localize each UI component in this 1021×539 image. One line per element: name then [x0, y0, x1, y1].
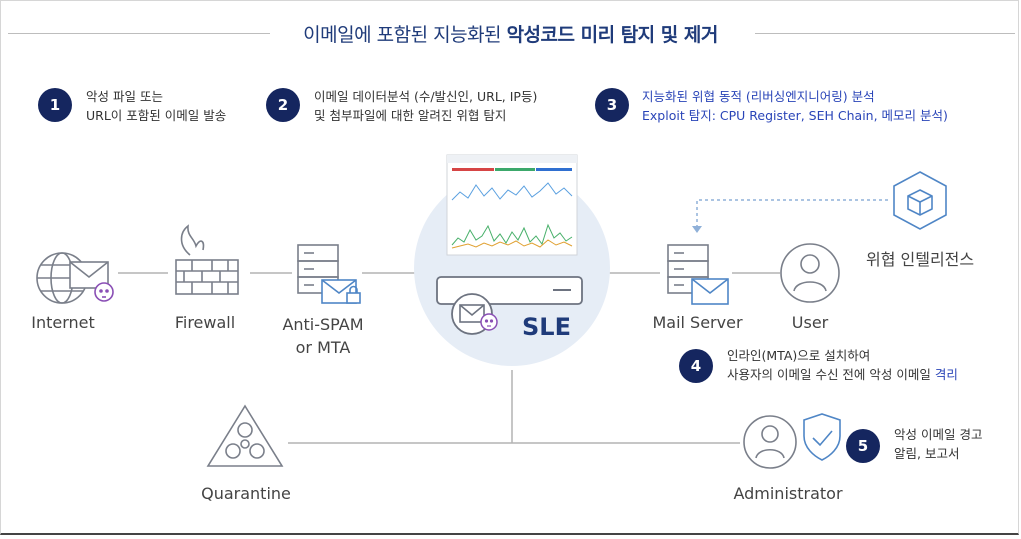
firewall-icon	[175, 224, 239, 295]
step-4-line2-highlight: 격리	[934, 367, 958, 382]
antispam-server-icon	[297, 244, 361, 304]
sle-envelope-icon	[451, 293, 498, 335]
quarantine-biohazard-icon	[206, 404, 284, 467]
firewall-label: Firewall	[174, 313, 236, 332]
threat-intel-link	[696, 199, 888, 228]
step-3-badge: 3	[595, 88, 629, 122]
step-1-text: 악성 파일 또는 URL이 포함된 이메일 발송	[86, 87, 226, 125]
step-3-line1: 지능화된 위협 동적 (리버싱엔지니어링) 분석	[642, 89, 875, 104]
threat-intel-arrowhead	[692, 226, 702, 233]
step-1-line1: 악성 파일 또는	[86, 89, 163, 104]
administrator-label: Administrator	[733, 484, 843, 503]
step-5-text: 악성 이메일 경고 알림, 보고서	[894, 425, 982, 463]
step-2-badge: 2	[266, 88, 300, 122]
mail-server-icon	[667, 244, 729, 305]
step-5-line2: 알림, 보고서	[894, 446, 960, 461]
dashboard-thumbnail	[446, 154, 578, 256]
administrator-icon	[743, 413, 841, 469]
sle-label: SLE	[522, 313, 571, 341]
step-4-line2-plain: 사용자의 이메일 수신 전에 악성 이메일	[727, 367, 935, 382]
step-4-text: 인라인(MTA)으로 설치하여 사용자의 이메일 수신 전에 악성 이메일 격리	[727, 346, 958, 384]
step-4-badge: 4	[679, 349, 713, 383]
step-2-text: 이메일 데이터분석 (수/발신인, URL, IP등) 및 첨부파일에 대한 알…	[314, 87, 537, 125]
step-2-line1: 이메일 데이터분석 (수/발신인, URL, IP등)	[314, 89, 538, 104]
user-icon	[780, 243, 840, 303]
mail-server-label: Mail Server	[652, 313, 743, 332]
threat-intel-label: 위협 인텔리전스	[866, 250, 975, 269]
step-1-line2: URL이 포함된 이메일 발송	[86, 108, 227, 123]
threat-intel-cube-icon	[893, 171, 947, 230]
antispam-label-line2: or MTA	[295, 338, 351, 357]
internet-icon	[36, 252, 114, 304]
title-rule-left	[8, 33, 270, 34]
step-2-line2: 및 첨부파일에 대한 알려진 위협 탐지	[314, 108, 507, 123]
step-4-line1: 인라인(MTA)으로 설치하여	[727, 348, 871, 363]
internet-label: Internet	[31, 313, 95, 332]
step-4-line2: 사용자의 이메일 수신 전에 악성 이메일 격리	[727, 365, 958, 384]
step-5-line1: 악성 이메일 경고	[894, 427, 983, 442]
title-row: 이메일에 포함된 지능화된 악성코드 미리 탐지 및 제거	[0, 0, 1021, 70]
antispam-label-line1: Anti-SPAM	[282, 315, 364, 334]
antispam-label: Anti-SPAM or MTA	[268, 313, 378, 359]
title-emphasis: 악성코드 미리 탐지 및 제거	[506, 24, 719, 46]
title-rule-right	[755, 33, 1015, 34]
step-5-badge: 5	[846, 429, 880, 463]
step-3-line2: Exploit 탐지: CPU Register, SEH Chain, 메모리…	[642, 108, 948, 123]
quarantine-label: Quarantine	[201, 484, 291, 503]
step-1-badge: 1	[38, 88, 72, 122]
diagram-title: 이메일에 포함된 지능화된 악성코드 미리 탐지 및 제거	[0, 20, 1021, 47]
title-prefix: 이메일에 포함된 지능화된	[303, 24, 507, 46]
connector-lines	[118, 272, 780, 444]
step-3-text: 지능화된 위협 동적 (리버싱엔지니어링) 분석 Exploit 탐지: CPU…	[642, 87, 948, 125]
user-label: User	[791, 313, 829, 332]
